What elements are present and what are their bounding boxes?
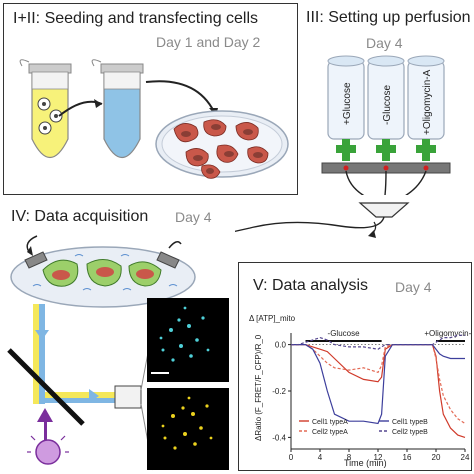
tube-label-glucose: +Glucose <box>342 82 353 125</box>
series-line <box>291 334 465 350</box>
treatment-label: +Oligomycin-A <box>424 329 471 338</box>
panel-day: Day 4 <box>366 35 403 51</box>
x-tick-label: 20 <box>432 453 441 462</box>
y-tick-label: -0.2 <box>272 387 286 396</box>
atp-chart: Δ [ATP]_mito ΔRatio (F_FRET/F_CFP)/R_0 0… <box>249 314 471 468</box>
x-tick-label: 8 <box>347 453 352 462</box>
panel-seeding: I+II: Seeding and transfecting cells Day… <box>3 3 298 195</box>
perfusion-illustration: +Glucose -Glucose +Oligomycin-A <box>321 55 451 195</box>
acquisition-illustration <box>7 235 229 471</box>
x-axis-label: Time (min) <box>344 458 387 468</box>
tube-blue <box>91 59 144 158</box>
series-line <box>291 344 466 438</box>
panel-title: I+II: Seeding and transfecting cells <box>13 10 259 27</box>
panel-day: Day 4 <box>175 209 212 225</box>
x-tick-label: 0 <box>289 453 294 462</box>
x-tick-label: 24 <box>461 453 470 462</box>
panel-title: V: Data analysis <box>253 277 369 294</box>
legend-label: Cell1 typeB <box>392 419 428 426</box>
y-label-top: Δ [ATP]_mito <box>249 314 296 323</box>
y-tick-label: -0.4 <box>272 433 286 442</box>
panel-title: III: Setting up perfusion <box>306 9 471 26</box>
tube-label-minus-glucose: -Glucose <box>382 85 393 125</box>
seeding-illustration <box>19 59 289 179</box>
panel-title: IV: Data acquisition <box>11 208 149 225</box>
x-tick-label: 12 <box>374 453 383 462</box>
panel-day: Day 1 and Day 2 <box>156 34 261 50</box>
panel-day: Day 4 <box>395 279 432 295</box>
y-tick-label: 0.0 <box>275 341 287 350</box>
treatment-label: -Glucose <box>328 329 361 338</box>
y-axis-label: ΔRatio (F_FRET/F_CFP)/R_0 <box>254 334 263 441</box>
tube-yellow <box>19 59 72 158</box>
legend-label: Cell2 typeB <box>392 429 428 436</box>
tube-label-oligomycin: +Oligomycin-A <box>422 69 433 135</box>
x-tick-label: 4 <box>318 453 323 462</box>
series-line <box>291 344 465 425</box>
panel-analysis: V: Data analysis Day 4 Δ [ATP]_mito ΔRat… <box>238 262 472 471</box>
legend-label: Cell1 typeA <box>312 419 348 426</box>
panel-perfusion: III: Setting up perfusion Day 4 +Glucose <box>300 3 471 195</box>
panel-acquisition: IV: Data acquisition Day 4 <box>3 200 235 471</box>
legend-label: Cell2 typeA <box>312 429 348 436</box>
x-tick-label: 16 <box>403 453 412 462</box>
